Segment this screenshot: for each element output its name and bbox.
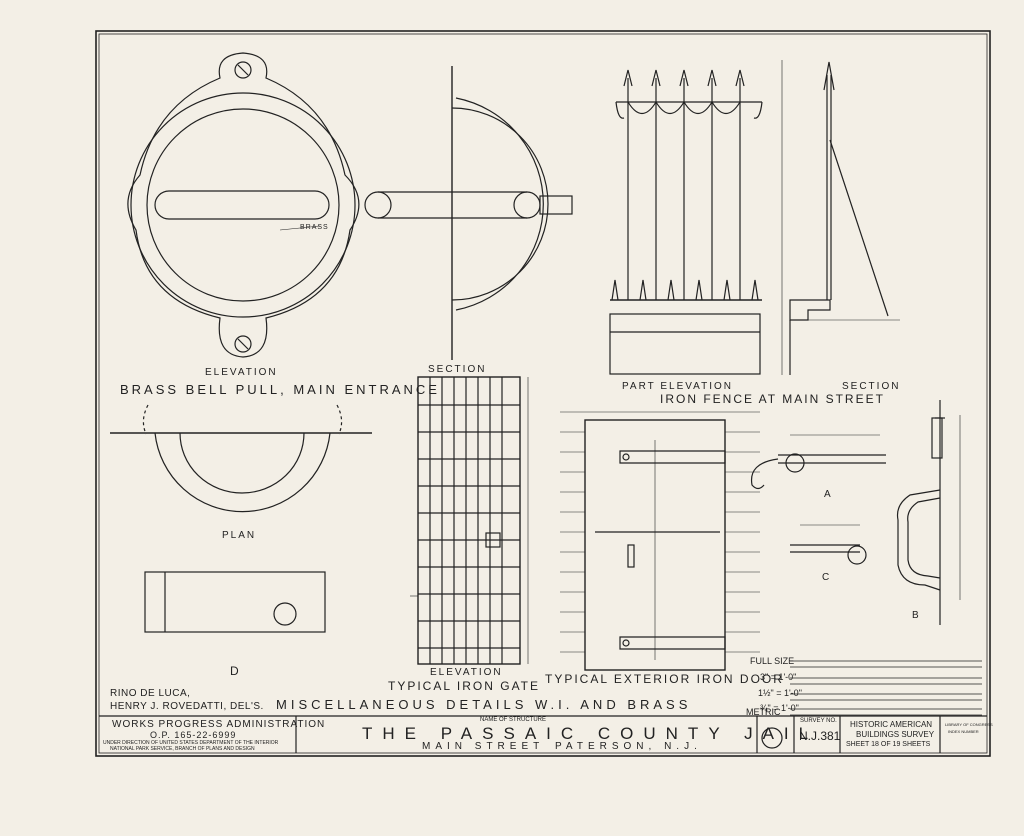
tb-op: O.P. 165-22-6999	[150, 730, 237, 740]
fence-section-label: SECTION	[842, 381, 901, 392]
graphic-scales	[790, 660, 982, 716]
bell-elevation-label: ELEVATION	[205, 367, 278, 378]
door-caption: TYPICAL EXTERIOR IRON DOOR	[545, 672, 784, 686]
tb-name-label: NAME OF STRUCTURE	[480, 717, 546, 723]
brass-note: BRASS	[300, 224, 329, 231]
delineators-line-2: HENRY J. ROVEDATTI, DEL'S.	[110, 701, 264, 712]
tb-structure-name: THE PASSAIC COUNTY JAIL	[362, 724, 819, 743]
scale-1-5in: 1½" = 1'-0"	[758, 688, 802, 698]
scale-3in: 3" = 1'-0"	[760, 672, 797, 682]
sheet-title: MISCELLANEOUS DETAILS W.I. AND BRASS	[276, 697, 692, 712]
tb-wpa: WORKS PROGRESS ADMINISTRATION	[112, 719, 326, 730]
tb-direction-2: NATIONAL PARK SERVICE, BRANCH OF PLANS A…	[110, 746, 255, 752]
detail-c-drawing	[790, 524, 867, 565]
tb-location-1: MAIN STREET	[422, 741, 545, 752]
fence-part-elevation-label: PART ELEVATION	[622, 381, 733, 392]
gate-elevation-label: ELEVATION	[430, 667, 503, 678]
detail-a-label: A	[824, 489, 833, 500]
detail-b-label: B	[912, 610, 921, 621]
tb-loc-2: INDEX NUMBER	[948, 729, 979, 734]
bell-pull-plan-drawing	[110, 404, 372, 513]
tb-sheet-no: SHEET 18 OF 19 SHEETS	[846, 741, 931, 748]
bell-pull-section-drawing	[364, 66, 573, 360]
title-block-frame	[99, 715, 987, 753]
scale-full-size: FULL SIZE	[750, 656, 795, 666]
gate-caption: TYPICAL IRON GATE	[388, 679, 541, 693]
tb-direction-1: UNDER DIRECTION OF UNITED STATES DEPARTM…	[103, 740, 279, 746]
detail-a-drawing	[750, 434, 886, 490]
tb-habs-1: HISTORIC AMERICAN	[850, 720, 933, 729]
fence-caption: IRON FENCE AT MAIN STREET	[660, 392, 885, 406]
detail-d-label: D	[230, 664, 241, 678]
fence-section-drawing	[781, 60, 900, 375]
tb-survey-no: N.J.381	[799, 729, 841, 743]
scale-0-75in: ¾" = 1'-0"	[760, 703, 799, 713]
tb-habs-2: BUILDINGS SURVEY	[856, 730, 935, 739]
detail-c-label: C	[822, 572, 832, 583]
detail-b-drawing	[896, 400, 961, 625]
tb-location-2: PATERSON, N.J.	[555, 741, 702, 752]
fence-elevation-drawing	[609, 69, 763, 375]
bell-caption: BRASS BELL PULL, MAIN ENTRANCE	[120, 382, 440, 397]
iron-gate-drawing	[410, 376, 529, 665]
iron-door-drawing	[560, 411, 760, 671]
tb-loc-1: LIBRARY OF CONGRESS	[945, 722, 993, 727]
bell-section-label: SECTION	[428, 364, 487, 375]
detail-d-drawing	[144, 571, 326, 633]
delineators-line-1: RINO DE LUCA,	[110, 688, 191, 699]
tb-survey-label: SURVEY NO.	[800, 718, 837, 724]
bell-plan-label: PLAN	[222, 530, 257, 541]
scale-metric: METRIC	[746, 707, 781, 717]
bell-pull-elevation-drawing	[127, 52, 360, 358]
